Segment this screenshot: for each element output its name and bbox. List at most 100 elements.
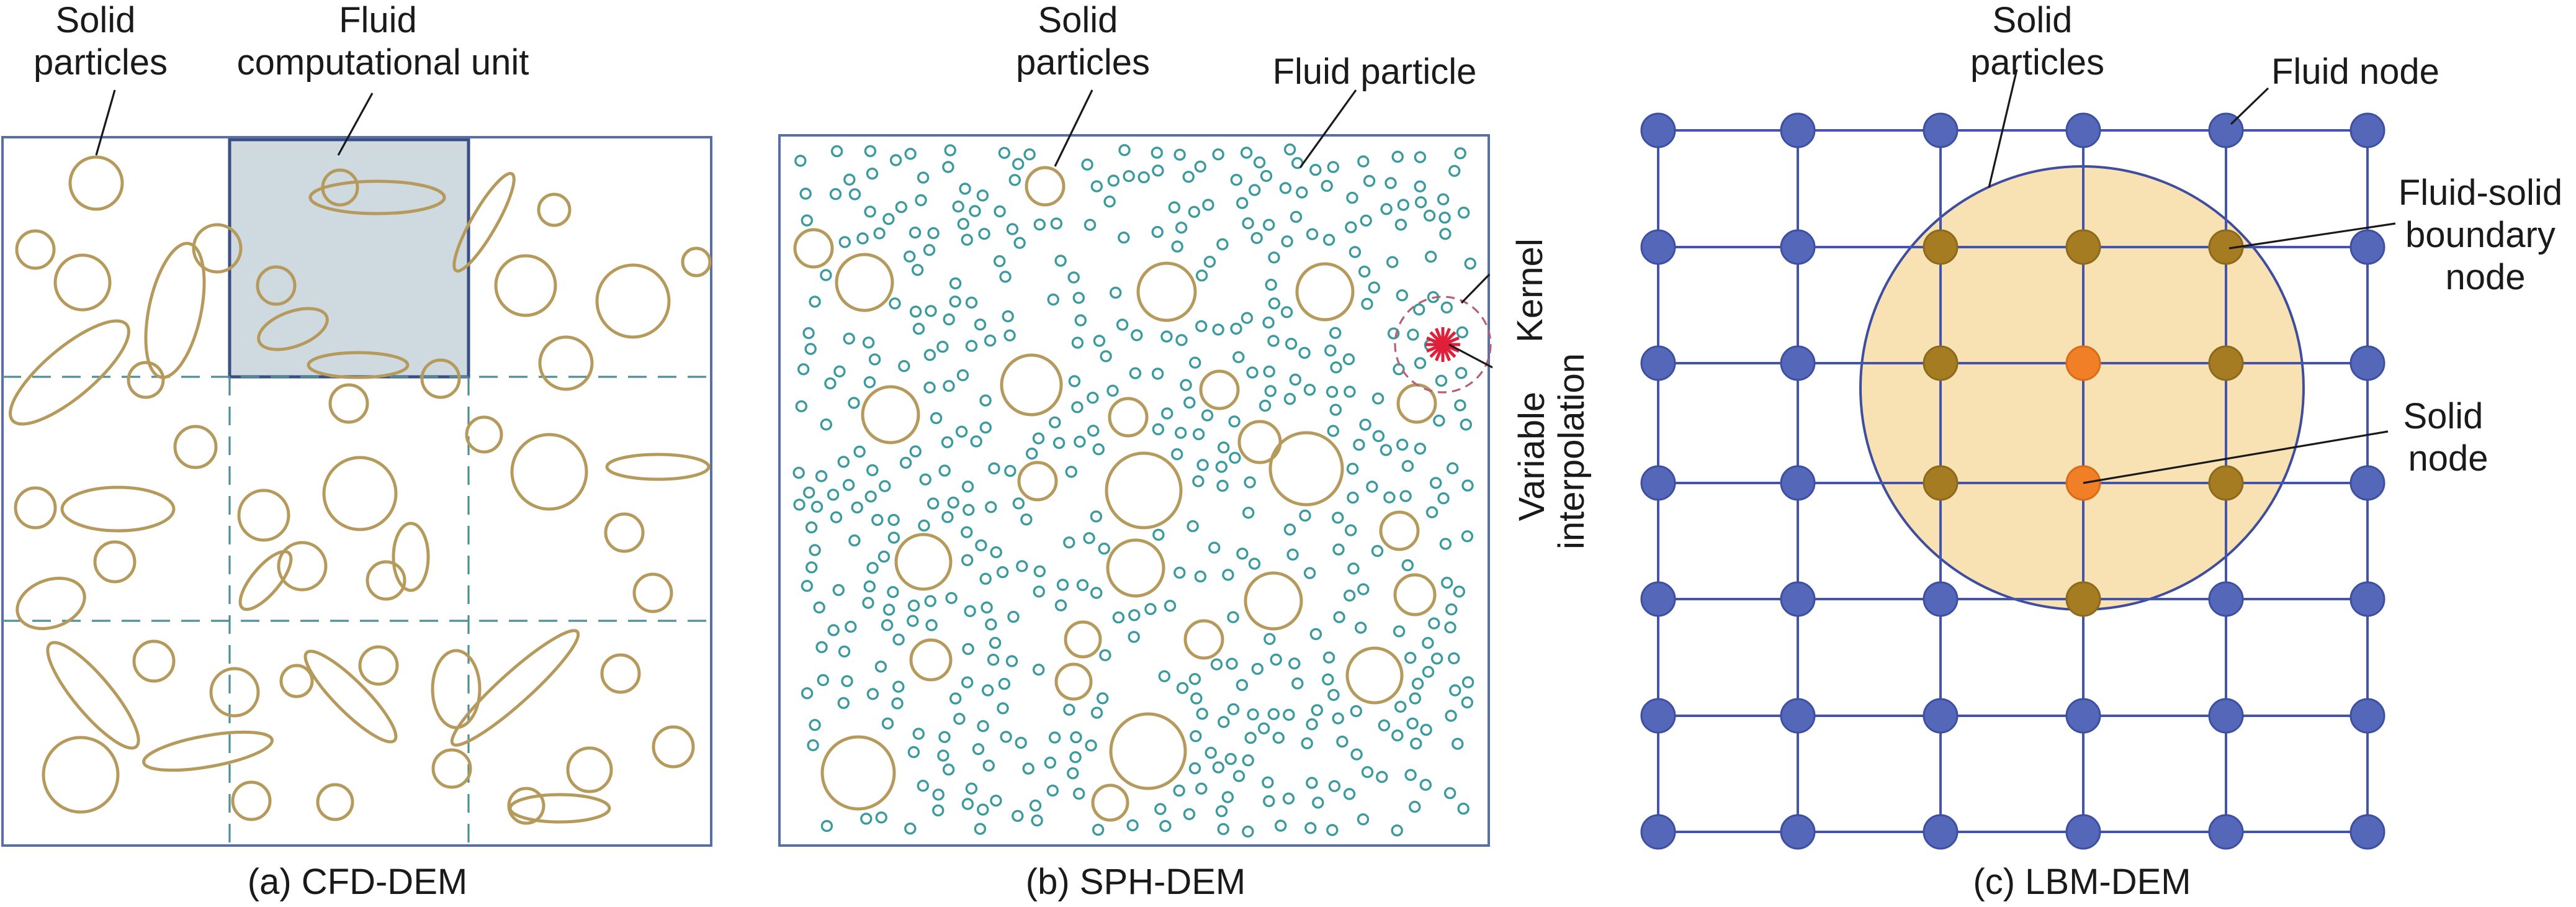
fluid-particle [879,480,891,492]
fluid-particle [1283,143,1296,156]
fluid-particle [1461,479,1474,492]
fluid-particle [1333,611,1345,623]
fluid-particle [1183,808,1196,821]
fluid-particle [1158,670,1171,683]
fluid-particle [1076,579,1089,592]
fluid-particle [936,340,949,353]
fluid-particle [1404,651,1417,664]
fluid-particle [1031,814,1043,827]
fluid-particle [1328,780,1341,793]
fluid-particle [830,511,843,523]
fluid-particle [827,489,840,501]
solid-particle [307,351,410,379]
fluid-particle [963,503,975,516]
fluid-particle [979,572,992,585]
fluid-particle [909,305,922,318]
fluid-particle [891,697,904,710]
solid-particle [431,748,472,789]
fluid-particle [1409,692,1422,705]
fluid-particle [1262,219,1275,231]
solid-particle [431,649,482,729]
fluid-particle [1283,708,1295,721]
solid-particle [494,254,557,317]
fluid-node [1780,814,1816,850]
fluid-particle [862,597,874,609]
fluid-particle [820,418,833,431]
solid-particle [1268,431,1344,507]
fluid-particle [1190,730,1202,742]
solid-node [2065,345,2101,381]
panel-lbm-dem: Solid particles Fluid node Fluid-solid b… [1640,0,2562,902]
fluid-particle [985,618,997,631]
fluid-particle [1002,310,1014,323]
fluid-particle [848,397,860,409]
solid-particle [14,486,57,530]
solid-particle [42,736,120,814]
lbm-boundary-leader [2228,222,2396,250]
solid-particle [1345,646,1404,705]
fluid-particle [1192,475,1205,487]
solid-particle [1295,262,1355,322]
fluid-particle [1029,799,1042,812]
fluid-particle [864,490,877,503]
fluid-particle [1376,770,1388,783]
fluid-particle [1386,256,1399,268]
fluid-particle [1217,823,1229,836]
sph-interp-leader [1448,343,1493,369]
fluid-particle [1205,746,1217,759]
fluid-particle [801,580,814,592]
fluid-particle [1363,174,1376,187]
fluid-particle [864,145,877,158]
fluid-particle [1090,706,1103,719]
fluid-particle [1090,587,1103,599]
solid-particle [1379,510,1420,551]
solid-particle [1136,261,1197,322]
fluid-particle [1003,329,1016,341]
fluid-node [2349,814,2385,850]
fluid-particle [1263,365,1275,378]
fluid-particle [1303,567,1316,579]
fluid-particle [974,318,987,331]
fluid-particle [976,189,989,202]
fluid-particle [1180,379,1192,391]
fluid-particle [1168,201,1181,214]
fluid-particle [977,803,989,816]
fluid-particle [895,201,908,214]
fluid-particle [1138,171,1150,184]
fluid-particle [1160,330,1173,343]
fluid-particle [1461,676,1474,688]
fluid-particle [1092,823,1105,836]
fluid-particle [1453,585,1466,598]
fluid-particle [1025,448,1038,460]
fluid-particle [943,313,955,326]
fluid-particle [802,486,815,499]
fluid-particle [1202,199,1214,211]
fluid-node [2065,698,2101,734]
fluid-particle [1144,603,1157,615]
fluid-particle [1170,448,1183,461]
fluid-particle [924,595,936,607]
solid-particle [507,787,545,825]
fluid-particle [1215,461,1228,473]
fluid-particle [1126,819,1139,832]
fluid-particle [1020,513,1033,526]
solid-particle [392,521,430,592]
fluid-particle [1332,543,1345,556]
fluid-particle [909,445,922,458]
fluid-particle [1435,374,1448,387]
fluid-particle [851,501,863,514]
boundary-node [1923,465,1959,501]
solid-particle [420,358,461,399]
fluid-particle [1397,199,1410,211]
fluid-particle [949,277,962,290]
fluid-particle [1396,289,1409,302]
fluid-particle [1016,560,1028,572]
fluid-particle [1457,206,1470,219]
fluid-particle [1263,795,1275,808]
fluid-particle [1257,722,1270,735]
fluid-particle [815,470,828,482]
fluid-particle [927,497,940,510]
solid-particle [595,263,671,339]
fluid-particle [1291,677,1304,690]
fluid-particle [1283,392,1296,405]
